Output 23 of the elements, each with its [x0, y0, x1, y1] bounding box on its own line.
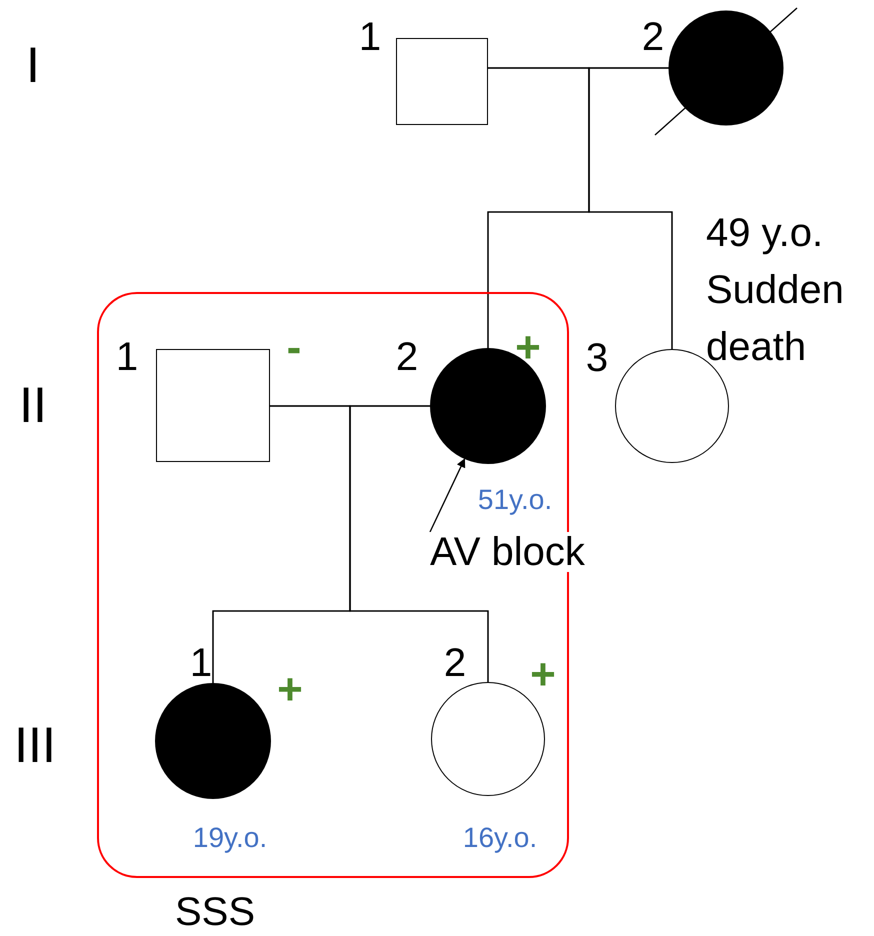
note-text: 49 y.o. Sudden death: [706, 210, 845, 371]
generation-label: I: [26, 40, 40, 90]
test-result-sign: +: [515, 326, 541, 370]
generation-label: II: [19, 380, 47, 430]
individual-number: 2: [444, 643, 466, 683]
annotation-text: AV block: [430, 532, 585, 572]
individual-number: 3: [586, 338, 608, 378]
pedigree-line: [349, 405, 489, 682]
age-label: 19y.o.: [192, 824, 268, 852]
arrow: [429, 458, 466, 532]
test-result-sign: -: [286, 326, 302, 370]
age-label: 16y.o.: [462, 824, 538, 852]
generation-label: III: [14, 720, 56, 770]
age-label: 51y.o.: [478, 486, 552, 514]
individual-number: 1: [116, 337, 138, 377]
individual-number: 2: [396, 337, 418, 377]
test-result-sign: +: [530, 653, 556, 697]
test-result-sign: +: [277, 668, 303, 712]
individual-number: 1: [190, 643, 212, 683]
individual-number: 1: [358, 17, 382, 57]
pedigree-line: [588, 67, 673, 349]
individual-number: 2: [642, 17, 664, 57]
group-label: SSS: [174, 892, 256, 932]
